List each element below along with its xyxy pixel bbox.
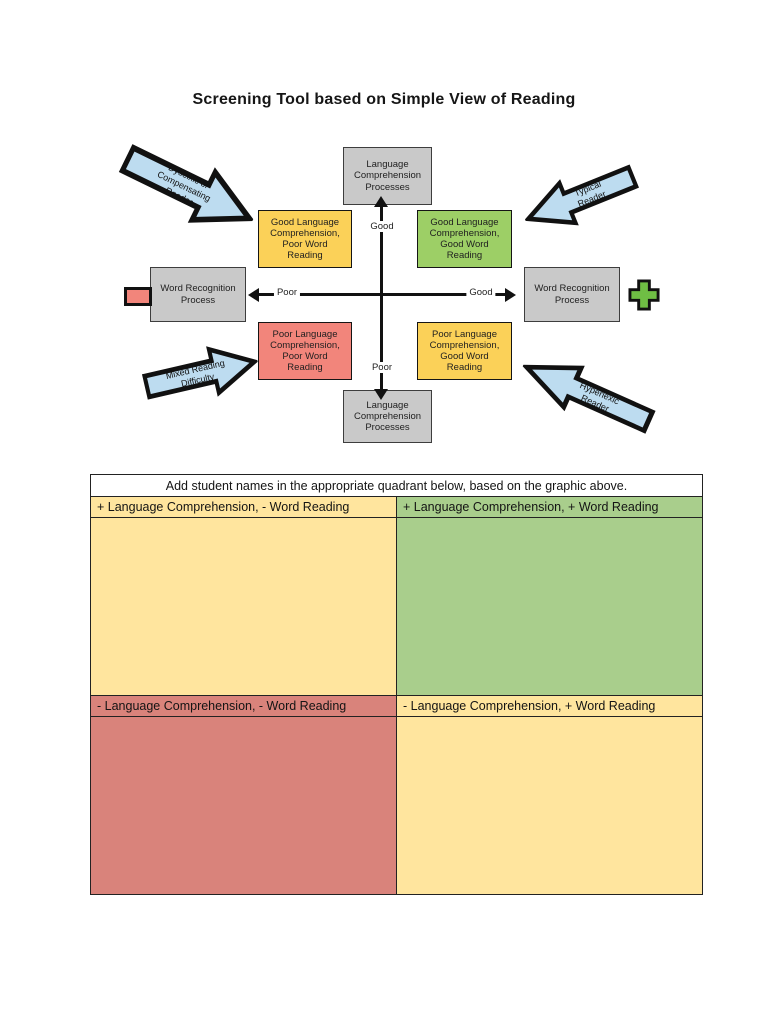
typical-reader-arrow: Typical Reader	[516, 153, 644, 244]
quadrant-header-minus-lc-plus-wr: - Language Comprehension, + Word Reading	[396, 695, 703, 717]
block-arrow-left-icon	[521, 364, 656, 434]
block-arrow-right-icon	[118, 144, 255, 223]
axis-arrowhead-left-icon	[248, 288, 259, 302]
plus-legend-icon	[628, 279, 661, 312]
hyperlexic-reader-arrow: Hyperlexic Reader	[513, 343, 661, 446]
quadrant-box-poor-lc-poor-wr: Poor Language Comprehension, Poor Word R…	[258, 322, 352, 380]
table-row	[90, 716, 703, 895]
quadrant-cell-plus-lc-minus-wr	[90, 517, 397, 696]
process-box-right: Word Recognition Process	[524, 267, 620, 322]
vertical-axis-line	[380, 206, 383, 392]
table-row: - Language Comprehension, - Word Reading…	[90, 695, 703, 717]
quadrant-box-poor-lc-good-wr: Poor Language Comprehension, Good Word R…	[417, 322, 512, 380]
table-row	[90, 517, 703, 696]
mixed-difficulty-arrow: Mixed Reading Difficulty	[139, 336, 264, 413]
quadrant-cell-minus-lc-plus-wr	[396, 716, 703, 895]
axis-arrowhead-right-icon	[505, 288, 516, 302]
quadrant-cell-minus-lc-minus-wr	[90, 716, 397, 895]
quadrant-header-plus-lc-minus-wr: + Language Comprehension, - Word Reading	[90, 496, 397, 518]
axis-label-good-top: Good	[367, 221, 397, 232]
quadrant-header-plus-lc-plus-wr: + Language Comprehension, + Word Reading	[396, 496, 703, 518]
quadrant-cell-plus-lc-plus-wr	[396, 517, 703, 696]
table-row: + Language Comprehension, - Word Reading…	[90, 496, 703, 518]
axis-arrowhead-down-icon	[374, 389, 388, 400]
plus-cross-icon	[628, 279, 660, 311]
process-box-top: Language Comprehension Processes	[343, 147, 432, 205]
axis-label-poor-left: Poor	[273, 287, 301, 298]
axis-label-good-right: Good	[466, 287, 496, 298]
axis-arrowhead-up-icon	[374, 196, 388, 207]
page-title: Screening Tool based on Simple View of R…	[192, 91, 576, 108]
block-arrow-right-icon	[141, 346, 260, 400]
quadrant-header-minus-lc-minus-wr: - Language Comprehension, - Word Reading	[90, 695, 397, 717]
quadrant-box-good-lc-poor-wr: Good Language Comprehension, Poor Word R…	[258, 210, 352, 268]
compensating-reader-arrow: Dyselxic or Compensating Reader	[112, 130, 267, 248]
process-box-left: Word Recognition Process	[150, 267, 246, 322]
minus-legend-icon	[124, 287, 152, 306]
table-caption: Add student names in the appropriate qua…	[90, 474, 703, 497]
horizontal-axis-line	[259, 293, 507, 296]
block-arrow-left-icon	[523, 164, 639, 226]
table-row: Add student names in the appropriate qua…	[90, 474, 703, 497]
student-quadrant-table: Add student names in the appropriate qua…	[90, 474, 703, 895]
axis-label-poor-bottom: Poor	[368, 362, 396, 373]
quadrant-box-good-lc-good-wr: Good Language Comprehension, Good Word R…	[417, 210, 512, 268]
